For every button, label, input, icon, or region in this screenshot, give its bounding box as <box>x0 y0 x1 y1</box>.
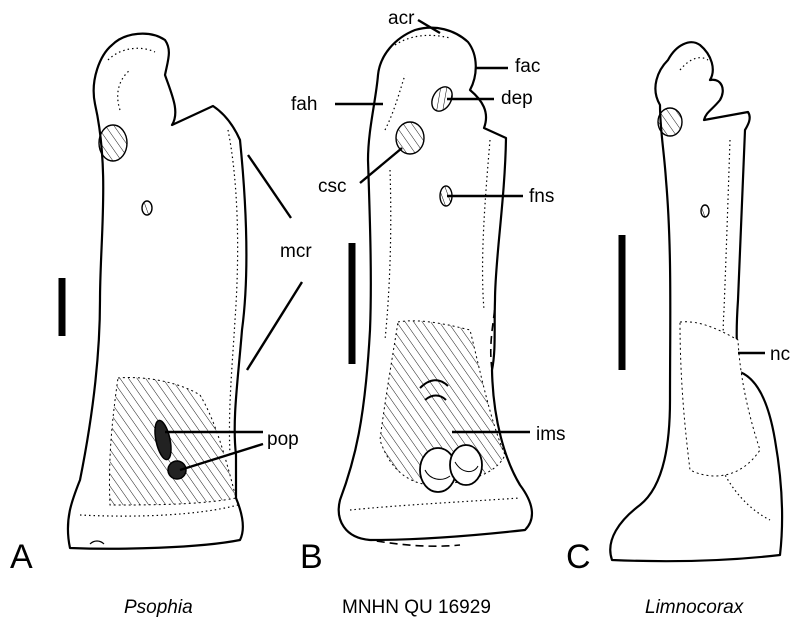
label-pop: pop <box>267 429 299 450</box>
caption-mnhn-qu-16929: MNHN QU 16929 <box>342 597 491 618</box>
label-mcr: mcr <box>280 241 312 262</box>
leader-mcr-upper <box>248 155 291 218</box>
label-fns: fns <box>529 186 554 207</box>
panel-label-b: B <box>300 538 323 576</box>
caption-psophia: Psophia <box>124 597 193 618</box>
panel-label-a: A <box>10 538 33 576</box>
label-ims: ims <box>536 424 566 445</box>
leader-mcr-lower <box>247 282 302 370</box>
label-csc: csc <box>318 176 347 197</box>
bone-drawing-c <box>610 42 782 561</box>
bone-drawing-a <box>62 34 246 549</box>
caption-limnocorax: Limnocorax <box>645 597 745 618</box>
label-nc: nc <box>770 344 790 365</box>
label-fah: fah <box>291 94 317 115</box>
label-dep: dep <box>501 88 533 109</box>
panel-label-c: C <box>566 538 591 576</box>
label-acr: acr <box>388 8 415 29</box>
label-fac: fac <box>515 56 540 77</box>
